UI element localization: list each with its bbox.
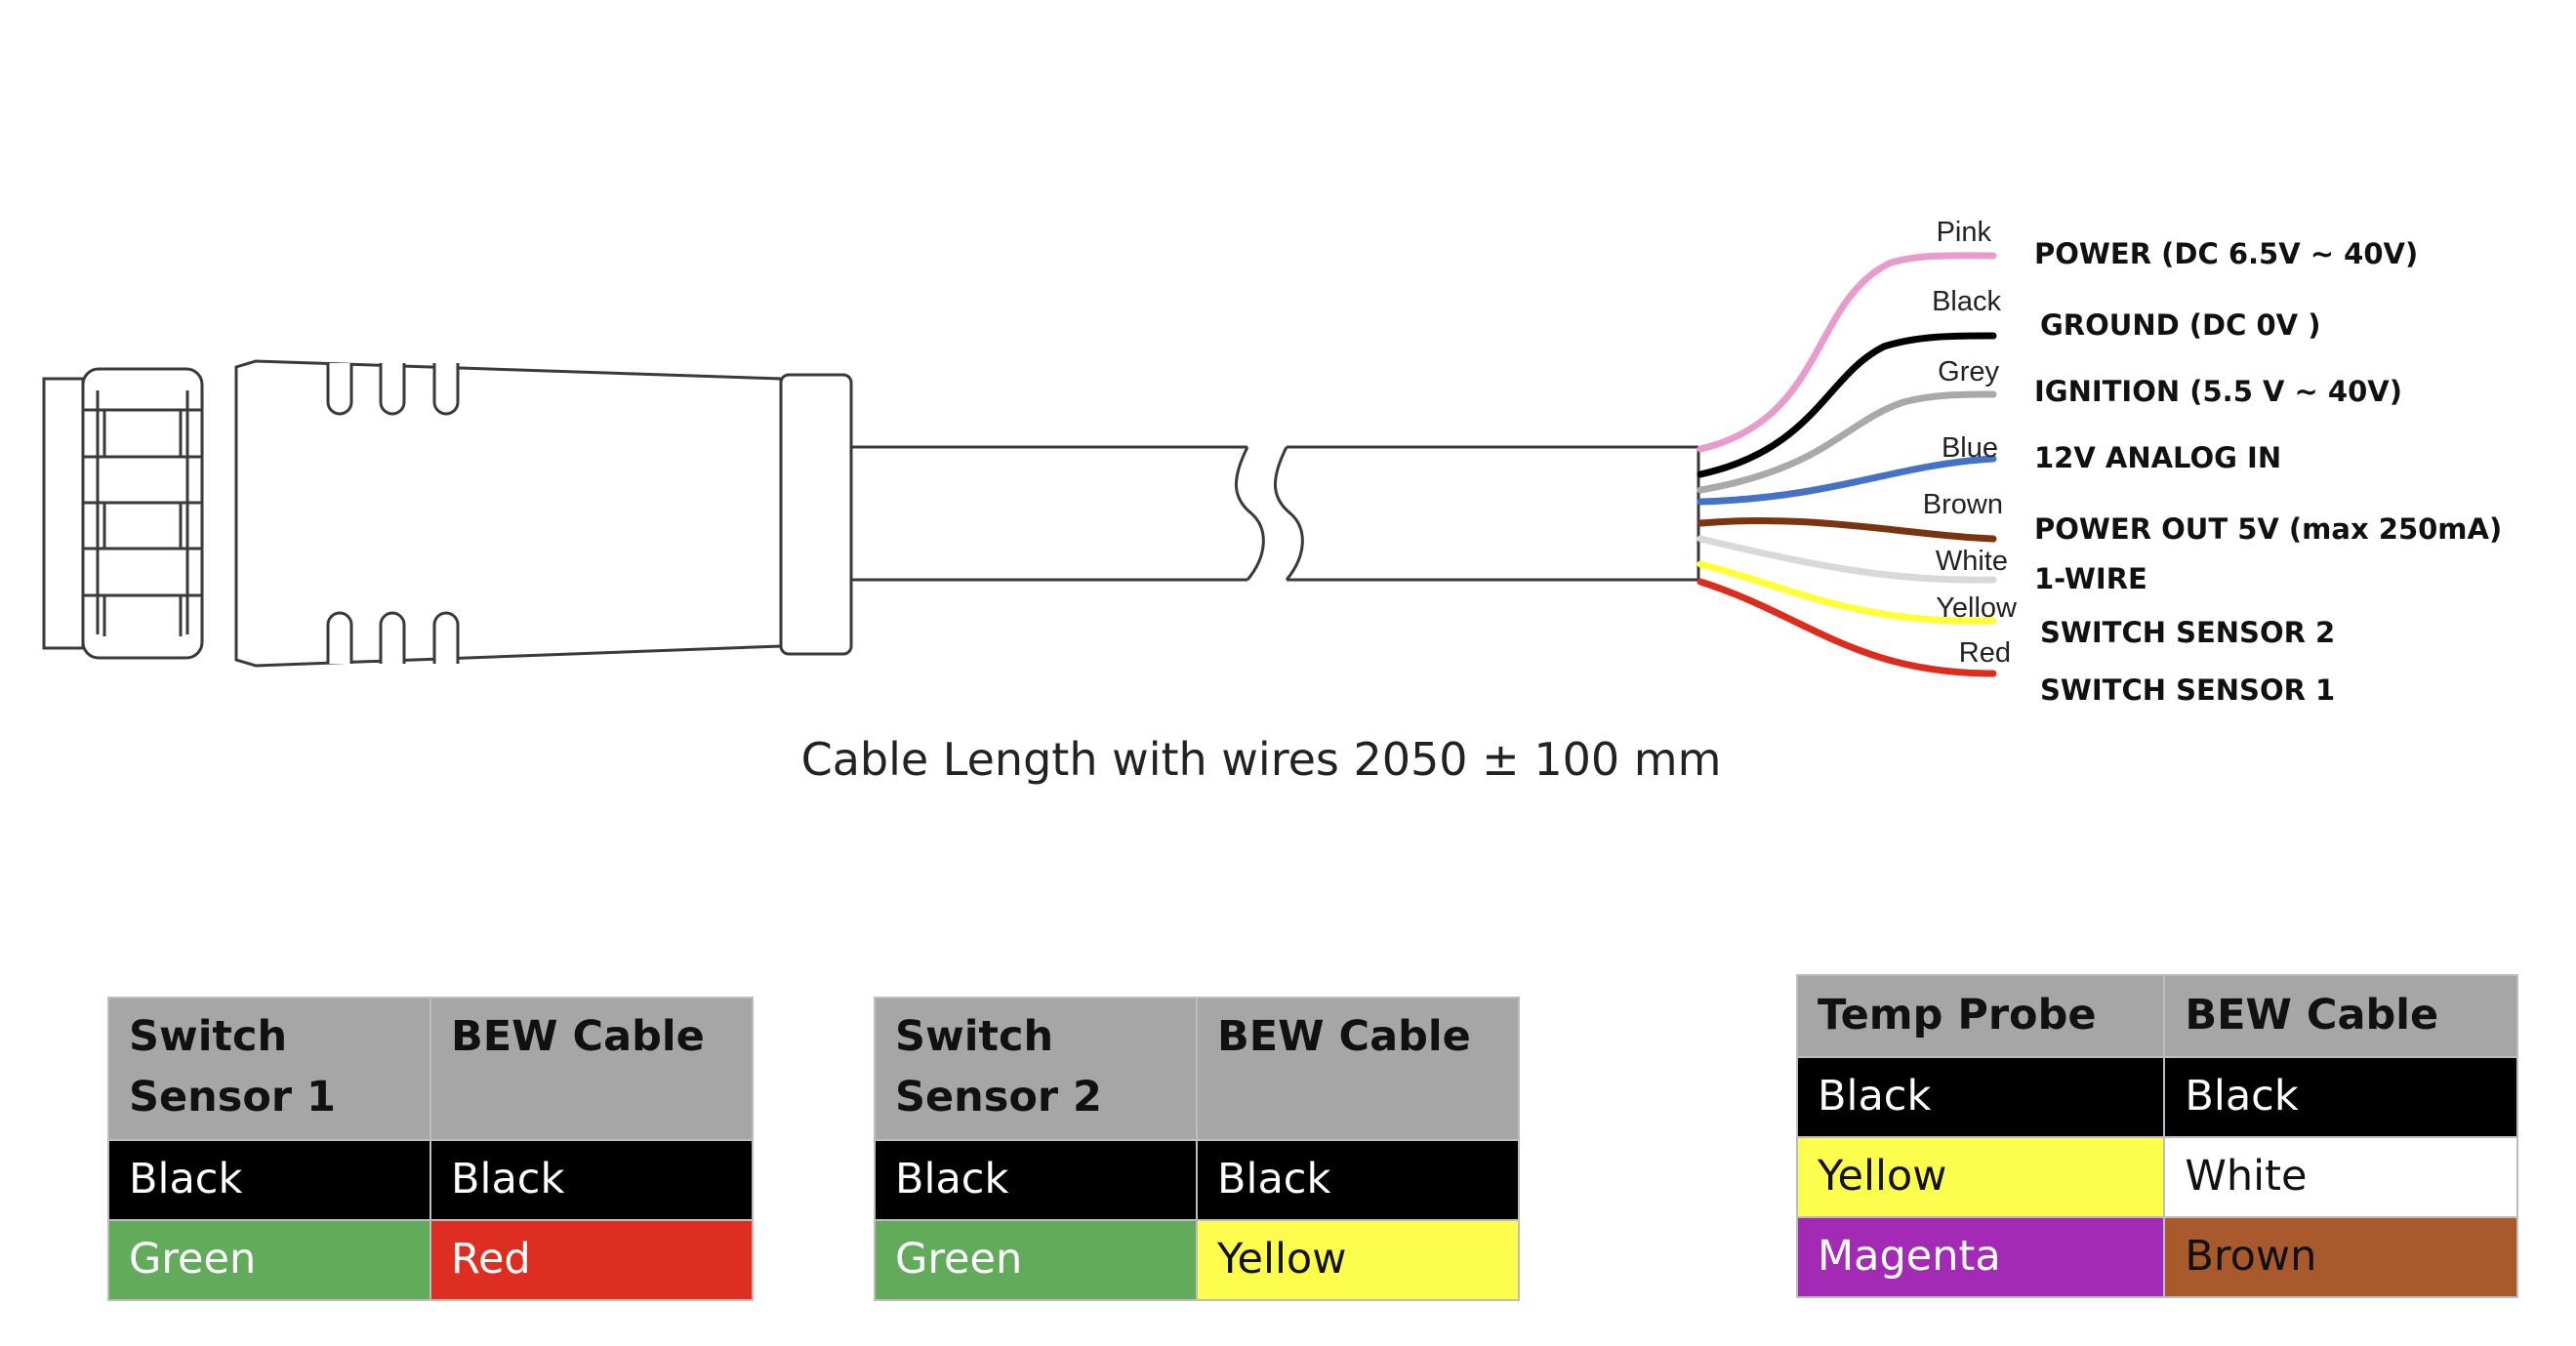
function-switch-sensor-1: SWITCH SENSOR 1 [2040,673,2335,707]
table-header: BEW Cable [429,997,754,1141]
table-row: Green Yellow [874,1219,1520,1301]
function-analog-in: 12V ANALOG IN [2034,441,2281,474]
wire-pink [1697,252,1997,453]
wire-label-white: White [1936,546,2008,577]
table-header: Temp Probe [1795,974,2166,1058]
table-cell: Green [874,1219,1198,1301]
wire-grey [1697,390,1997,494]
function-switch-sensor-2: SWITCH SENSOR 2 [2040,616,2335,649]
cable [851,445,1700,582]
wire-brown [1697,516,1997,543]
wire-label-yellow: Yellow [1936,592,2018,624]
function-power-out: POWER OUT 5V (max 250mA) [2034,512,2502,546]
table-cell: Black [1196,1139,1520,1221]
function-1-wire: 1-WIRE [2034,562,2147,595]
table-cell: Magenta [1795,1216,2166,1298]
wire-label-red: Red [1959,637,2011,669]
table-cell: Brown [2163,1216,2518,1298]
table-header: BEW Cable [1196,997,1520,1141]
wire-label-black: Black [1932,286,2001,317]
table-row: Black Black [107,1139,754,1221]
wire-label-blue: Blue [1942,432,1998,464]
connector-body [234,359,853,668]
wire-blue [1697,455,1997,506]
table-cell: Black [1795,1056,2166,1138]
wire-yellow [1697,560,1997,625]
wires [1697,252,1997,677]
table-cell: Black [107,1139,431,1221]
table-row: Black Black [1795,1056,2518,1138]
switch-sensor-2-table: Switch Sensor 2 BEW Cable Black Black Gr… [874,997,1520,1301]
wire-red [1697,578,1997,677]
cable-length-caption: Cable Length with wires 2050 ± 100 mm [801,733,1722,786]
table-cell: White [2163,1136,2518,1218]
temp-probe-table: Temp Probe BEW Cable Black Black Yellow … [1795,974,2518,1298]
wire-label-grey: Grey [1938,356,1999,387]
function-power: POWER (DC 6.5V ~ 40V) [2034,237,2418,270]
switch-sensor-1-table: Switch Sensor 1 BEW Cable Black Black Gr… [107,997,754,1301]
table-cell: Red [429,1219,754,1301]
table-header: BEW Cable [2163,974,2518,1058]
table-row: Black Black [874,1139,1520,1221]
wire-white [1697,535,1997,584]
wire-black [1697,332,1997,478]
wire-function-labels: POWER (DC 6.5V ~ 40V) GROUND (DC 0V ) IG… [2034,237,2502,707]
table-cell: Yellow [1795,1136,2166,1218]
table-row: Yellow White [1795,1136,2518,1218]
table-cell: Black [429,1139,754,1221]
wire-label-pink: Pink [1937,217,1992,248]
connector-nut [42,367,204,660]
function-ground: GROUND (DC 0V ) [2040,308,2320,342]
table-cell: Yellow [1196,1219,1520,1301]
wire-label-brown: Brown [1923,489,2003,520]
table-cell: Black [2163,1056,2518,1138]
table-row: Green Red [107,1219,754,1301]
table-cell: Green [107,1219,431,1301]
table-cell: Black [874,1139,1198,1221]
table-row: Magenta Brown [1795,1216,2518,1298]
function-ignition: IGNITION (5.5 V ~ 40V) [2034,375,2402,408]
table-header: Switch Sensor 1 [107,997,431,1141]
table-header: Switch Sensor 2 [874,997,1198,1141]
wire-name-labels: Pink Black Grey Blue Brown White Yellow … [1923,217,2018,669]
